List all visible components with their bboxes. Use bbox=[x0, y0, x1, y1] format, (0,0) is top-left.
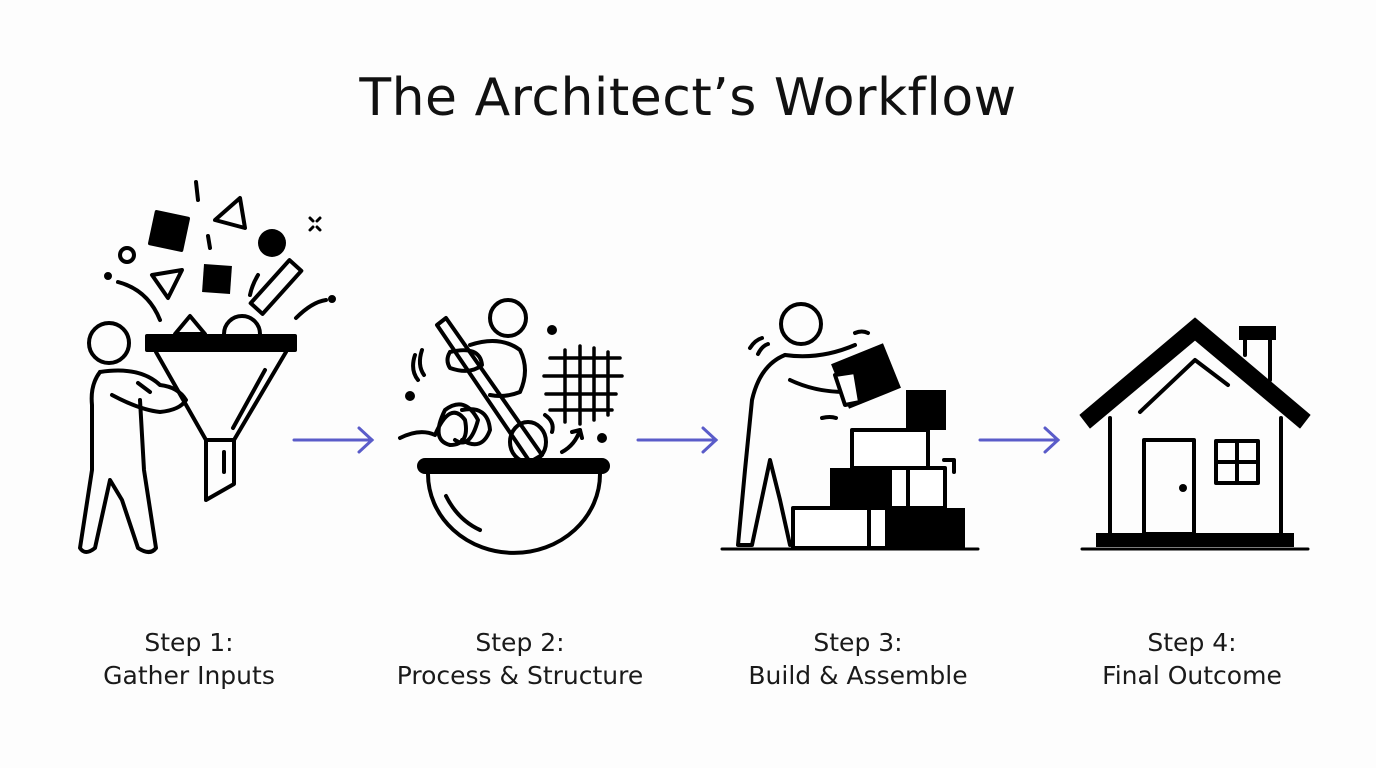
step-3-name: Build & Assemble bbox=[748, 661, 968, 690]
funnel-person-icon bbox=[78, 180, 336, 554]
arrow-right-icon bbox=[978, 426, 1061, 454]
step-1-name: Gather Inputs bbox=[103, 661, 275, 690]
step-2-number: Step 2: bbox=[475, 628, 565, 657]
stacking-blocks-person-icon bbox=[720, 302, 980, 551]
arrow-right-icon bbox=[636, 426, 719, 454]
step-4-name: Final Outcome bbox=[1102, 661, 1282, 690]
step-3-label: Step 3: Build & Assemble bbox=[698, 626, 1018, 692]
step-2-label: Step 2: Process & Structure bbox=[360, 626, 680, 692]
step-1-label: Step 1: Gather Inputs bbox=[29, 626, 349, 692]
house-icon bbox=[1079, 317, 1311, 551]
step-1-number: Step 1: bbox=[144, 628, 234, 657]
step-4-number: Step 4: bbox=[1147, 628, 1237, 657]
step-4-label: Step 4: Final Outcome bbox=[1032, 626, 1352, 692]
step-2-name: Process & Structure bbox=[396, 661, 644, 690]
diagram-title: The Architect’s Workflow bbox=[359, 68, 1017, 128]
mixing-bowl-person-icon bbox=[398, 298, 624, 555]
step-3-number: Step 3: bbox=[813, 628, 903, 657]
arrow-right-icon bbox=[292, 426, 375, 454]
